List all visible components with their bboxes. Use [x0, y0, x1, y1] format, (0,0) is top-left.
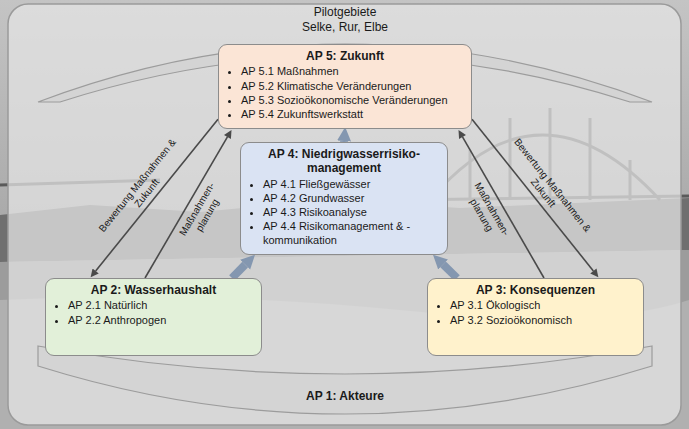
box-heading: AP 4: Niedrigwasserrisiko- management	[249, 147, 439, 176]
feedback-arrow	[463, 137, 544, 278]
band-text-holder: PilotgebieteSelke, Rur, Elbe	[38, 2, 652, 35]
band-label: AP 1: Akteure	[38, 389, 652, 404]
bowl-band-shape	[38, 346, 652, 420]
work-package-box: AP 3: KonsequenzenAP 3.1 ÖkologischAP 3.…	[427, 278, 644, 356]
bullet-item: AP 5.3 Sozioökonomische Veränderungen	[241, 94, 463, 107]
bullet-item: AP 4.2 Grundwasser	[263, 192, 439, 205]
bullet-item: AP 4.1 Fließgewässer	[263, 178, 439, 191]
feedback-arrow	[96, 119, 218, 271]
flow-arrow	[443, 264, 457, 278]
band-label: Pilotgebiete	[38, 5, 652, 20]
bullet-item: AP 5.1 Maßnahmen	[241, 65, 463, 78]
actors-band: AP 1: Akteure	[38, 346, 652, 420]
bullet-list: AP 2.1 Natürlich AP 2.2 Anthropogen	[54, 299, 253, 326]
bullet-list: AP 3.1 Ökologisch AP 3.2 Sozioökonomisch	[436, 299, 635, 326]
bullet-item: AP 3.1 Ökologisch	[450, 299, 635, 312]
bullet-item: AP 3.2 Sozioökonomisch	[450, 314, 635, 327]
work-package-box: AP 5: Zukunft AP 5.1 Maßnahmen AP 5.2 Klim…	[218, 44, 472, 129]
bullet-list: AP 4.1 FließgewässerAP 4.2 GrundwasserAP…	[249, 178, 439, 247]
bullet-item: AP 2.1 Natürlich	[68, 299, 253, 312]
bullet-item: AP 5.2 Klimatische Veränderungen	[241, 80, 463, 93]
box-heading: AP 2: Wasserhaushalt	[54, 283, 253, 297]
box-heading: AP 3: Konsequenzen	[436, 283, 635, 297]
frame-panel	[8, 4, 681, 425]
work-package-box: AP 2: WasserhaushaltAP 2.1 NatürlichAP 2…	[45, 278, 262, 356]
band-label: Selke, Rur, Elbe	[38, 20, 652, 35]
bullet-list: AP 5.1 Maßnahmen AP 5.2 Klimatische Verän…	[227, 65, 463, 121]
bullet-item: AP 5.4 Zukunftswerkstatt	[241, 108, 463, 121]
bullet-item: AP 4.3 Risikoanalyse	[263, 206, 439, 219]
feedback-arrow	[472, 119, 593, 271]
work-package-box: AP 4: Niedrigwasserrisiko- managementAP …	[240, 142, 448, 255]
box-heading: AP 5: Zukunft	[227, 49, 463, 63]
bullet-item: AP 4.4 Risikomanagement & -kommunikation	[263, 220, 439, 246]
bullet-item: AP 2.2 Anthropogen	[68, 314, 253, 327]
flow-arrow	[232, 265, 245, 278]
band-outline	[38, 346, 652, 414]
feedback-arrow	[145, 137, 227, 278]
